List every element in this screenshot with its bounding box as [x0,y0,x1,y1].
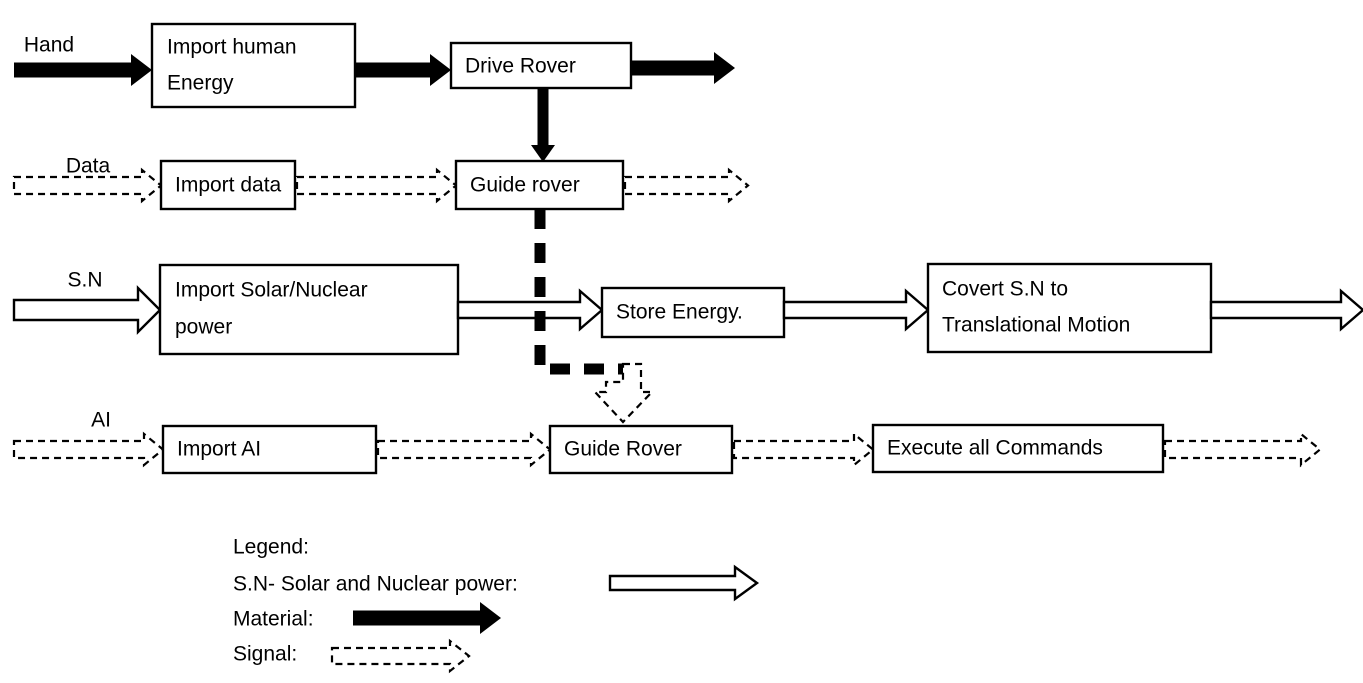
legend-label-solar-nuclear: S.N- Solar and Nuclear power: [233,573,518,596]
material-input-arrow [14,54,152,86]
material-arrow-to-drive-rover [355,54,451,86]
box-import-ai[interactable]: Import AI [161,424,378,475]
box-covert-line-2: Translational Motion [942,314,1130,337]
sn-input-arrow [12,285,162,335]
sn-output-arrow [1209,288,1363,332]
legend-heading: Legend: [233,536,309,559]
flow-row-data: Data Import data Guide rover [12,155,750,211]
flow-row-material: Hand Import human Energy Drive Rover [14,22,735,162]
box-store-energy[interactable]: Store Energy. [600,286,786,339]
sn-arrow-to-covert [782,288,930,332]
ai-arrow-to-guide-rover [376,431,552,468]
box-import-solar-nuclear-power-line-2: power [175,316,232,339]
legend: Legend: S.N- Solar and Nuclear power: Ma… [233,536,760,674]
box-import-data-line-1: Import data [175,174,282,197]
material-arrow-drive-to-guide [531,88,555,162]
signal-thick-dashed-connector [534,209,655,424]
box-import-ai-line-1: Import AI [177,438,261,461]
legend-label-material: Material: [233,608,314,631]
box-store-energy-line-1: Store Energy. [616,301,743,324]
input-label-sn: S.N [67,269,102,292]
ai-input-arrow [12,431,165,468]
legend-arrow-signal-icon [330,638,471,674]
box-import-solar-nuclear-power-line-1: Import Solar/Nuclear [175,279,368,302]
box-import-solar-nuclear-power[interactable]: Import Solar/Nuclear power [158,263,460,356]
box-covert-sn-to-translational-motion[interactable]: Covert S.N to Translational Motion [926,262,1213,354]
box-covert-line-1: Covert S.N to [942,278,1068,301]
box-import-human-energy[interactable]: Import human Energy [150,22,357,109]
box-import-human-energy-line-2: Energy [167,72,234,95]
box-import-data[interactable]: Import data [159,159,297,211]
data-output-arrow [623,167,750,204]
input-label-data: Data [66,155,111,178]
box-import-human-energy-line-1: Import human [167,36,297,59]
legend-arrow-solar-nuclear-icon [608,564,760,602]
material-output-arrow [631,52,735,84]
ai-arrow-to-execute-commands [732,431,875,468]
input-label-ai: AI [91,409,111,432]
legend-arrow-material-icon [353,602,501,634]
box-guide-rover-upper[interactable]: Guide rover [454,159,625,211]
input-label-hand: Hand [24,34,74,57]
box-drive-rover[interactable]: Drive Rover [449,41,633,90]
sn-arrow-to-store-energy [456,288,604,332]
flow-row-ai: AI Import AI Guide Rover Execute all Com… [12,409,1322,475]
data-arrow-to-guide-rover [295,167,458,204]
box-execute-all-commands-line-1: Execute all Commands [887,437,1103,460]
box-guide-rover-lower[interactable]: Guide Rover [548,424,734,475]
data-input-arrow [12,167,163,204]
box-execute-all-commands[interactable]: Execute all Commands [871,423,1165,474]
flow-row-solar-nuclear: S.N Import Solar/Nuclear power Store Ene… [12,262,1363,356]
ai-output-arrow [1163,431,1322,468]
legend-label-signal: Signal: [233,643,297,666]
box-drive-rover-line-1: Drive Rover [465,55,576,78]
box-guide-rover-lower-line-1: Guide Rover [564,438,682,461]
box-guide-rover-upper-line-1: Guide rover [470,174,580,197]
